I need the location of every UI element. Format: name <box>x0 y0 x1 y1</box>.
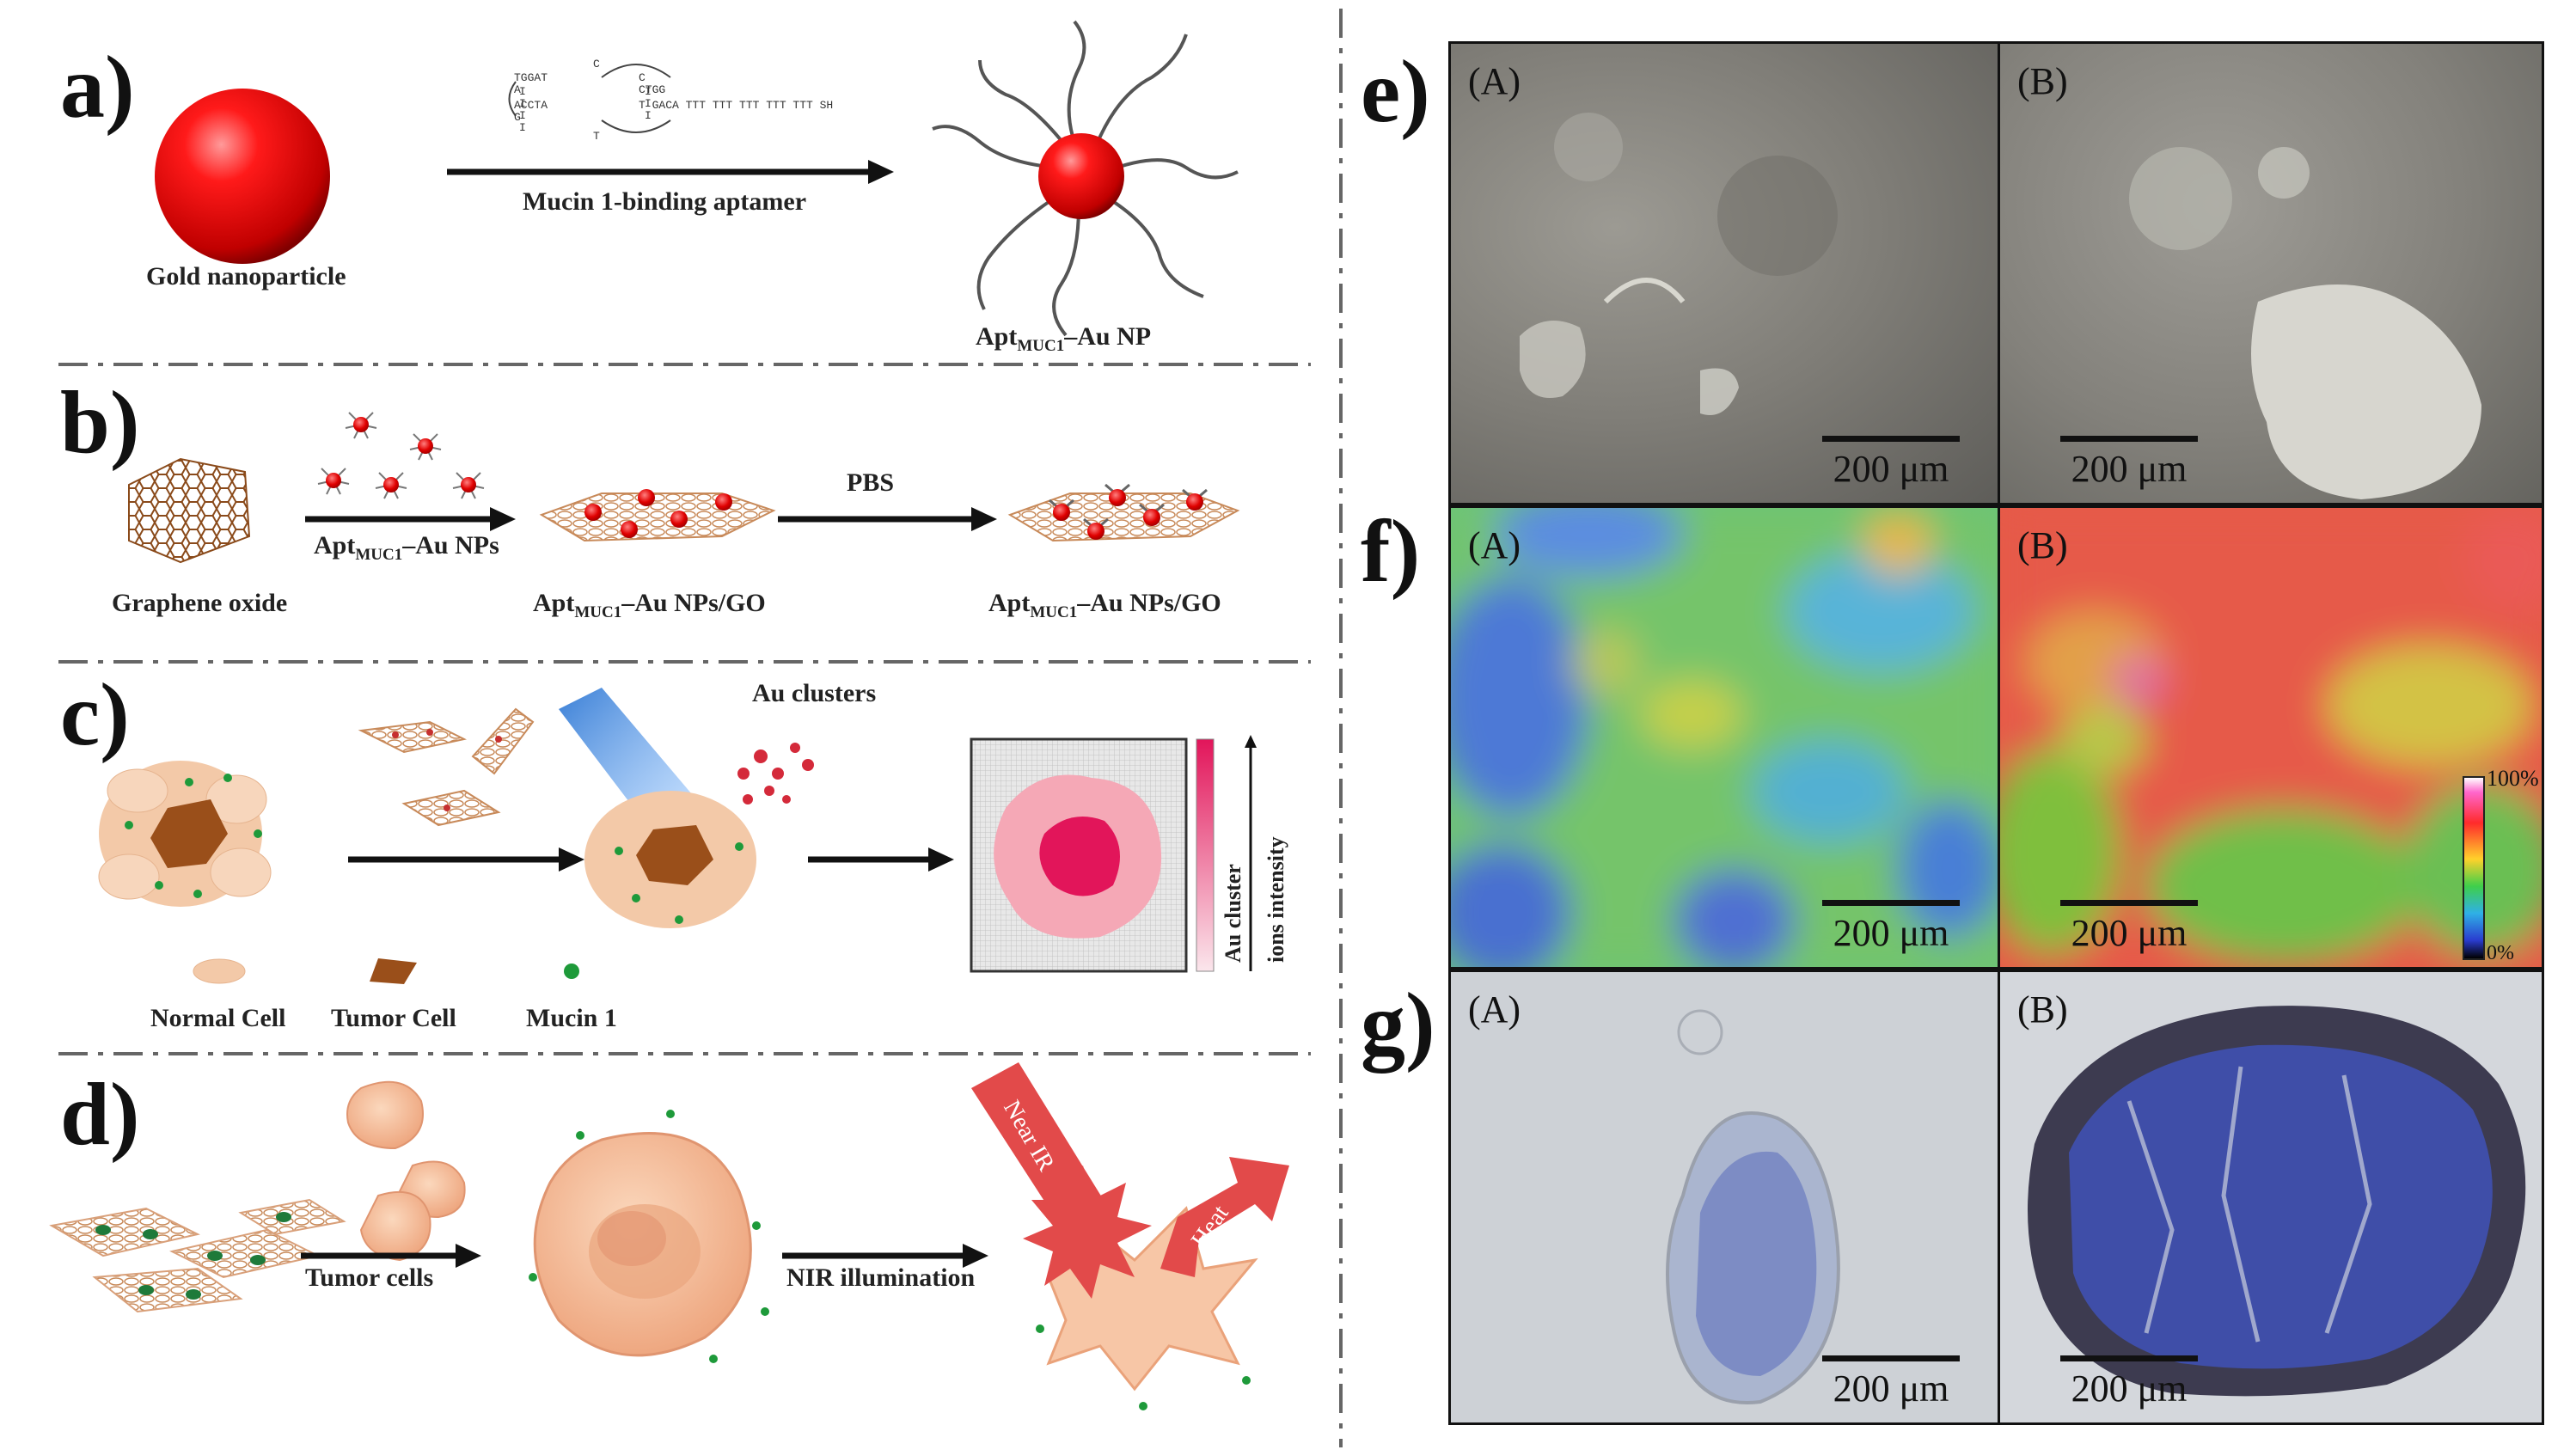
au-clusters-label: Au clusters <box>752 679 877 707</box>
intensity-colorbar <box>1196 738 1215 972</box>
d-arrow2-label: NIR illumination <box>786 1263 976 1292</box>
gold-nanoparticle <box>155 89 330 264</box>
panel-f-letter: f) <box>1361 502 1421 601</box>
e-image-b: (B) 200 μm <box>1998 41 2544 505</box>
colorbar-label-1: Au cluster <box>1221 864 1245 963</box>
f-image-b: (B) 200 μm 100% 0% <box>1998 505 2544 970</box>
f-tag-b: (B) <box>2017 524 2068 566</box>
colorbar-label-2: ions intensity <box>1264 836 1288 963</box>
b-arrow1-label: AptMUC1–Au NPs <box>314 531 499 564</box>
f-colorbar-min: 0% <box>2487 942 2514 964</box>
b-mid-label: AptMUC1–Au NPs/GO <box>533 589 766 621</box>
panel-c-letter: c) <box>60 665 130 764</box>
legend-mucin-1: Mucin 1 <box>526 1004 617 1032</box>
g-tag-a: (A) <box>1468 988 1521 1031</box>
panel-a-letter: a) <box>60 38 135 137</box>
panel-b-letter: b) <box>60 373 140 472</box>
panel-g-letter: g) <box>1361 975 1435 1074</box>
pbs-label: PBS <box>847 468 895 497</box>
panel-a-graphic <box>155 20 1239 337</box>
graphene-oxide-sheet <box>128 457 251 564</box>
f-scale-a: 200 μm <box>1822 900 1960 955</box>
e-scale-b: 200 μm <box>2060 436 2198 491</box>
legend-tumor-cell: Tumor Cell <box>331 1004 456 1032</box>
aptamer-arrow-label: Mucin 1-binding aptamer <box>523 187 807 216</box>
f-colorbar-max: 100% <box>2487 766 2539 791</box>
heat-arrow <box>1160 1157 1289 1277</box>
gold-np-label: Gold nanoparticle <box>146 262 346 291</box>
g-scale-b: 200 μm <box>2060 1355 2198 1410</box>
e-image-a: (A) 200 μm <box>1448 41 2000 505</box>
panel-b-graphic <box>128 412 1240 564</box>
f-image-a: (A) 200 μm <box>1448 505 2000 970</box>
d-arrow1-label: Tumor cells <box>305 1263 434 1292</box>
e-scale-a: 200 μm <box>1822 436 1960 491</box>
legend-normal-cell: Normal Cell <box>150 1004 286 1032</box>
graphene-oxide-label: Graphene oxide <box>112 589 288 617</box>
tissue-treated <box>584 791 756 928</box>
tissue-normal <box>98 761 272 907</box>
e-tag-b: (B) <box>2017 60 2068 102</box>
panel-d-graphic <box>49 1062 1289 1410</box>
au-clusters-dots <box>737 743 814 804</box>
f-colorbar <box>2463 776 2485 960</box>
g-tag-b: (B) <box>2017 988 2068 1031</box>
tumor-cell-big <box>533 1132 752 1357</box>
free-apt-au-nps <box>317 412 485 499</box>
f-scale-b: 200 μm <box>2060 900 2198 955</box>
near-ir-burst <box>971 1062 1152 1299</box>
f-tag-a: (A) <box>1468 524 1521 566</box>
panel-c-graphic <box>98 688 1257 984</box>
panel-d-letter: d) <box>60 1065 140 1164</box>
e-tag-a: (A) <box>1468 60 1521 102</box>
g-image-a: (A) 200 μm <box>1448 970 2000 1425</box>
b-end-label: AptMUC1–Au NPs/GO <box>988 589 1221 621</box>
panel-e-letter: e) <box>1361 42 1430 141</box>
g-scale-a: 200 μm <box>1822 1355 1960 1410</box>
g-image-b: (B) 200 μm <box>1998 970 2544 1425</box>
apt-au-np-label: AptMUC1–Au NP <box>976 322 1152 355</box>
aptamer-strands <box>932 20 1239 337</box>
